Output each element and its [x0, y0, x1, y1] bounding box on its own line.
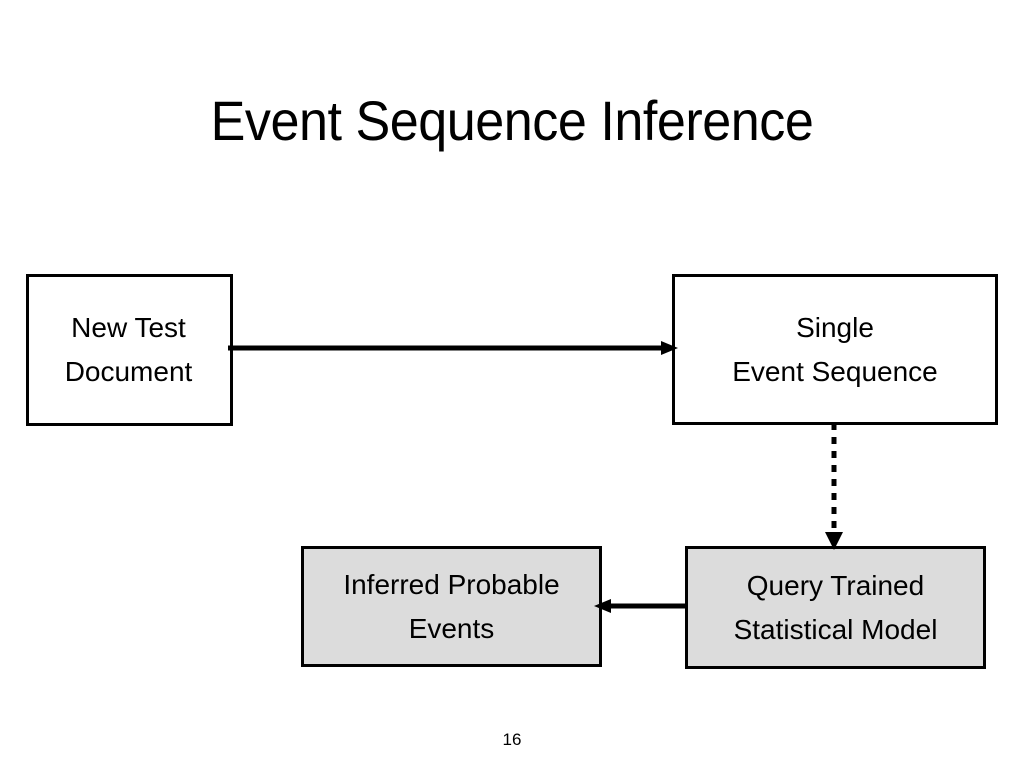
page-title: Event Sequence Inference [210, 89, 814, 152]
arrow-query-to-inferred [594, 599, 687, 613]
arrow-sequence-to-query [825, 423, 843, 550]
node-inferred-probable-events[interactable]: Inferred Probable Events [301, 546, 602, 667]
node-single-event-sequence[interactable]: Single Event Sequence [672, 274, 998, 425]
node-query-trained-statistical-model[interactable]: Query Trained Statistical Model [685, 546, 986, 669]
node-new-test-document-label: New Test Document [64, 312, 193, 387]
arrow-doc-to-sequence [228, 341, 678, 355]
node-inferred-probable-events-label: Inferred Probable Events [343, 568, 560, 644]
node-new-test-document[interactable]: New Test Document [26, 274, 233, 426]
node-single-event-sequence-label: Single Event Sequence [732, 311, 938, 387]
arrow-head-right [661, 341, 678, 355]
arrow-head-down [825, 532, 843, 550]
node-query-trained-statistical-model-label: Query Trained Statistical Model [733, 569, 938, 645]
page-number: 16 [502, 730, 522, 749]
arrow-head-left [594, 599, 611, 613]
